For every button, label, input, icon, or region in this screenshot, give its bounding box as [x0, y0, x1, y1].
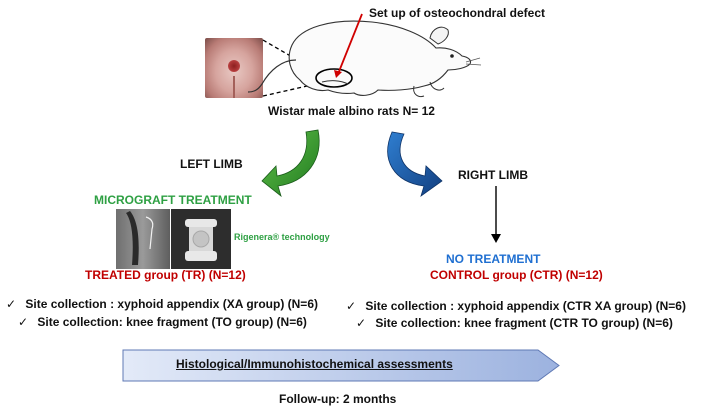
- treated-group-label: TREATED group (TR) (N=12): [85, 268, 246, 282]
- knee-circle: [315, 68, 353, 88]
- collection-text: Site collection: knee fragment (TO group…: [37, 315, 307, 329]
- rigenera-device-photo: [171, 209, 231, 269]
- rigenera-device-illustration: [185, 219, 217, 261]
- check-icon: ✓: [356, 316, 367, 330]
- control-group-label: CONTROL group (CTR) (N=12): [430, 268, 603, 282]
- check-icon: ✓: [18, 315, 29, 329]
- trochlear-groove: [233, 76, 235, 98]
- rat-tail: [247, 59, 297, 93]
- right-collection-2: ✓ Site collection: knee fragment (CTR TO…: [356, 316, 673, 330]
- micrograft-tool-photo: [116, 209, 170, 269]
- check-icon: ✓: [346, 299, 357, 313]
- defect-label: Set up of osteochondral defect: [369, 6, 546, 20]
- no-treatment-label: NO TREATMENT: [446, 252, 541, 266]
- defect-spot: [228, 60, 240, 72]
- right-limb-arrow: [387, 131, 443, 198]
- assessment-banner: [122, 349, 560, 382]
- rat-body: [288, 20, 472, 96]
- left-collection-2: ✓ Site collection: knee fragment (TO gro…: [18, 315, 307, 329]
- micrograft-label: MICROGRAFT TREATMENT: [94, 193, 252, 207]
- collection-text: Site collection : xyphoid appendix (CTR …: [365, 299, 686, 313]
- check-icon: ✓: [6, 297, 17, 311]
- defect-pointer: [337, 13, 363, 75]
- left-collection-1: ✓ Site collection : xyphoid appendix (XA…: [6, 297, 318, 311]
- collection-text: Site collection: knee fragment (CTR TO g…: [375, 316, 673, 330]
- left-limb-arrow: [261, 129, 320, 198]
- right-collection-1: ✓ Site collection : xyphoid appendix (CT…: [346, 299, 686, 313]
- follow-up-label: Follow-up: 2 months: [279, 392, 397, 406]
- rat-ear: [429, 26, 449, 45]
- collection-text: Site collection : xyphoid appendix (XA g…: [25, 297, 318, 311]
- assessment-label: Histological/Immunohistochemical assessm…: [176, 357, 453, 371]
- left-limb-label: LEFT LIMB: [180, 157, 243, 171]
- rat-eye: [450, 54, 454, 58]
- right-limb-label: RIGHT LIMB: [458, 168, 528, 182]
- rigenera-label: Rigenera® technology: [234, 232, 330, 242]
- joint-photo: [205, 38, 263, 98]
- rats-label: Wistar male albino rats N= 12: [268, 104, 435, 118]
- micrograft-tool-illustration: [126, 211, 154, 265]
